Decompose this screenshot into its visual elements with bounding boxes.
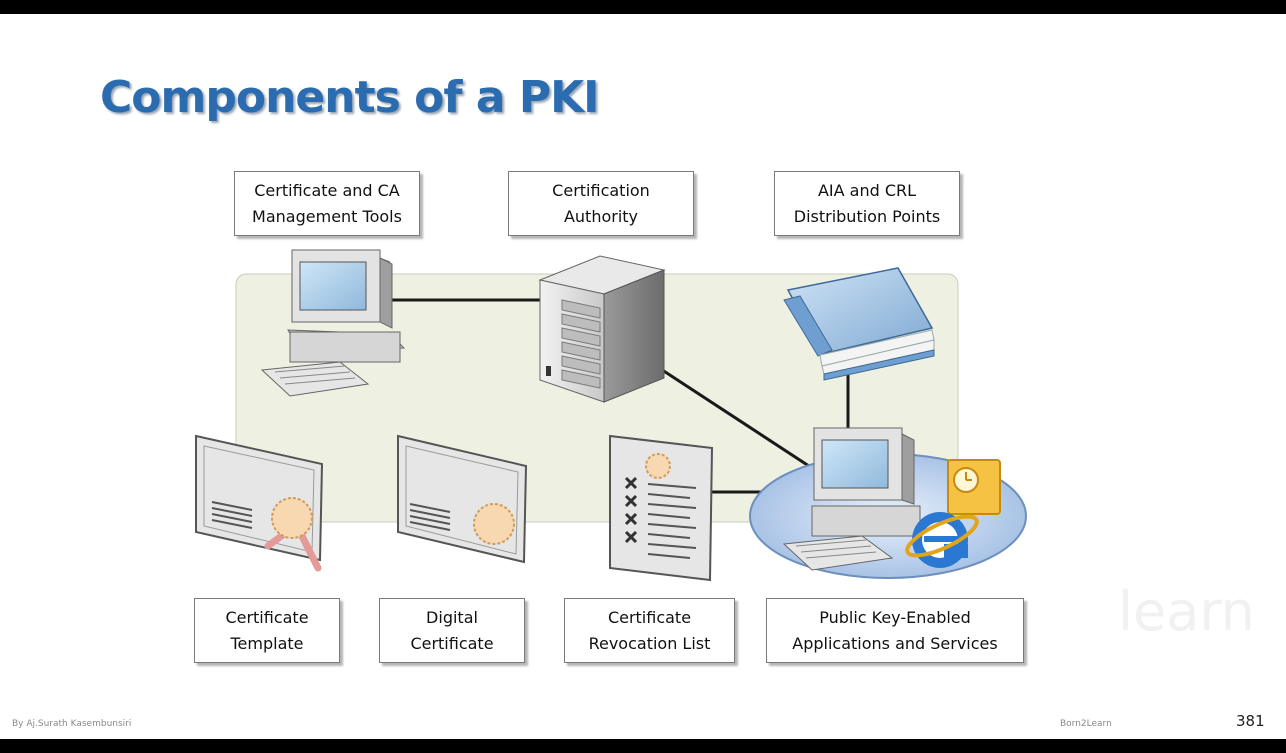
bottom-black-bar — [0, 739, 1286, 753]
label-line: Template — [230, 633, 304, 653]
label-line: Certificate — [607, 607, 692, 627]
label-line: Certificate and CA — [254, 180, 400, 200]
footer-brand: Born2Learn — [1060, 719, 1112, 729]
label-line: Distribution Points — [793, 206, 941, 226]
distribution-binder-icon — [783, 267, 935, 381]
label-applications-services: Public Key-Enabled Applications and Serv… — [766, 598, 1024, 663]
label-line: Public Key-Enabled — [819, 607, 971, 627]
revocation-list-icon — [609, 434, 714, 582]
label-aia-crl-distribution: AIA and CRL Distribution Points — [774, 171, 960, 236]
outlook-icon — [947, 459, 1001, 515]
label-line: Management Tools — [252, 206, 402, 226]
label-line: Certification — [552, 180, 650, 200]
label-digital-certificate: Digital Certificate — [379, 598, 525, 663]
label-certification-authority: Certification Authority — [508, 171, 694, 236]
label-line: Revocation List — [588, 633, 711, 653]
label-line: Certificate — [225, 607, 309, 627]
watermark: learn — [1118, 580, 1255, 643]
management-computer-icon — [260, 249, 406, 397]
digital-certificate-icon — [397, 434, 528, 564]
link-ca-apps — [649, 360, 816, 472]
label-revocation-list: Certificate Revocation List — [564, 598, 735, 663]
internet-explorer-icon — [905, 512, 979, 568]
certification-authority-server-icon — [538, 255, 666, 403]
label-line: Digital — [426, 607, 478, 627]
footer-author: By Aj.Surath Kasembunsiri — [12, 719, 132, 729]
label-line: Authority — [563, 206, 639, 226]
label-line: Applications and Services — [792, 633, 998, 653]
label-line: Certificate — [410, 633, 494, 653]
certificate-template-icon — [195, 434, 324, 572]
label-line: AIA and CRL — [817, 180, 917, 200]
label-certificate-template: Certificate Template — [194, 598, 340, 663]
slide-title: Components of a PKI — [100, 72, 600, 123]
top-black-bar — [0, 0, 1286, 14]
page-number: 381 — [1236, 712, 1265, 730]
label-management-tools: Certificate and CA Management Tools — [234, 171, 420, 236]
